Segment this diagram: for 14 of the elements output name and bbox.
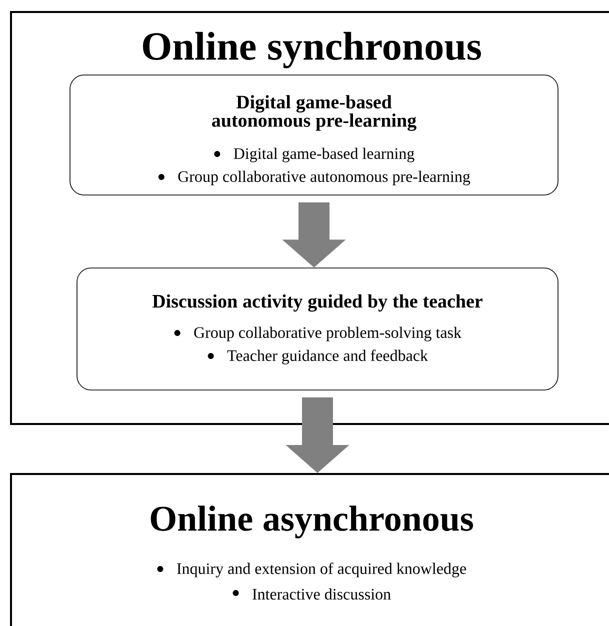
process-box (70, 74, 558, 196)
bullet-item: Teacher guidance and feedback (227, 350, 428, 364)
heading: Digital game-based autonomous pre-learning (212, 95, 416, 131)
section-frame (10, 473, 609, 626)
bullet-item: Group collaborative problem-solving task (194, 326, 462, 342)
process-box (76, 268, 558, 390)
bullet-item: Inquiry and extension of acquired knowledge (177, 562, 466, 578)
heading: Online asynchronous (150, 506, 473, 538)
heading: Discussion activity guided by the teacher (152, 294, 482, 312)
bullet-item: Digital game-based learning (234, 148, 414, 162)
bullet-item: Group collaborative autonomous pre-learning (178, 170, 470, 186)
bullet-item: Interactive discussion (252, 588, 391, 600)
section-frame (10, 11, 609, 425)
heading: Online synchronous (143, 32, 481, 68)
